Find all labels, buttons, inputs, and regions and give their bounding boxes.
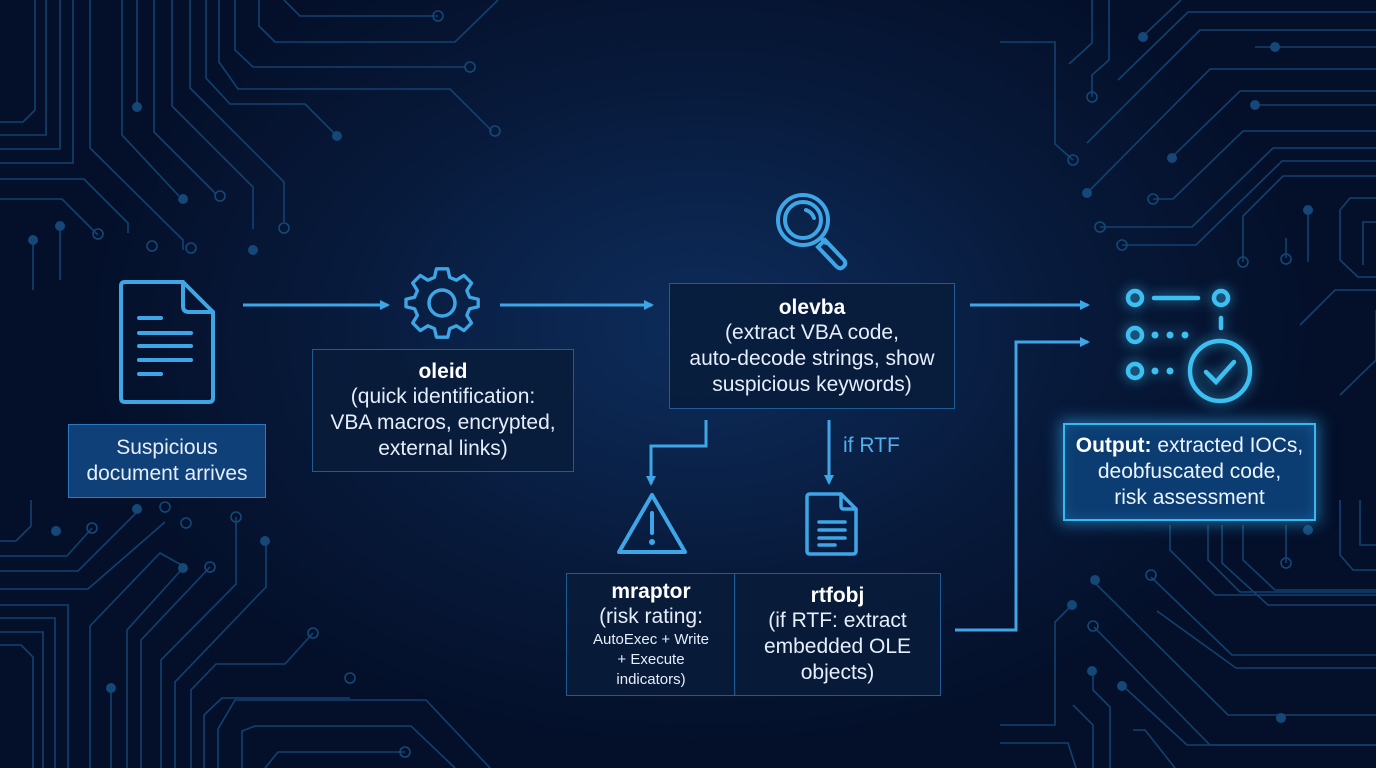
node-oleid: oleid (quick identification: VBA macros,… xyxy=(312,349,574,472)
warning-icon xyxy=(617,493,687,554)
gear-icon xyxy=(404,267,480,339)
node-mraptor-line1: (risk rating: xyxy=(599,605,703,628)
magnifier-icon xyxy=(776,193,848,271)
arrow-olevba-to-mraptor xyxy=(646,420,708,486)
node-output-label: Output: xyxy=(1075,434,1152,457)
node-olevba-line3: suspicious keywords) xyxy=(712,372,912,396)
node-olevba-title: olevba xyxy=(778,295,846,319)
document-icon xyxy=(805,492,858,556)
node-olevba-line2: auto-decode strings, show xyxy=(689,346,935,370)
node-start: Suspicious document arrives xyxy=(68,424,266,498)
node-olevba-line1: (extract VBA code, xyxy=(725,320,899,344)
checklist-check-icon xyxy=(1125,288,1253,404)
node-start-line2: document arrives xyxy=(86,462,248,485)
node-output-line1: Output: extracted IOCs, xyxy=(1076,433,1304,459)
node-oleid-line3: external links) xyxy=(378,437,508,460)
node-oleid-title: oleid xyxy=(418,360,468,383)
node-mraptor-title: mraptor xyxy=(611,580,691,603)
node-mraptor: mraptor (risk rating: AutoExec + Write +… xyxy=(566,573,736,696)
node-mraptor-line3: + Execute xyxy=(617,651,685,668)
document-icon xyxy=(119,280,215,404)
node-output-line1-text: extracted IOCs, xyxy=(1151,434,1304,457)
node-oleid-line2: VBA macros, encrypted, xyxy=(330,411,556,434)
edge-label-if-rtf: if RTF xyxy=(843,434,900,457)
node-oleid-line1: (quick identification: xyxy=(350,385,536,408)
node-start-line1: Suspicious xyxy=(116,436,218,459)
node-rtfobj-line2: embedded OLE xyxy=(763,635,912,658)
node-olevba: olevba (extract VBA code, auto-decode st… xyxy=(669,283,955,409)
arrow-rtfobj-to-output xyxy=(955,337,1090,632)
node-mraptor-line2: AutoExec + Write xyxy=(592,631,710,648)
node-output: Output: extracted IOCs, deobfuscated cod… xyxy=(1063,423,1316,521)
node-rtfobj: rtfobj (if RTF: extract embedded OLE obj… xyxy=(734,573,941,696)
node-mraptor-line4: indicators) xyxy=(616,671,686,688)
node-output-line2: deobfuscated code, xyxy=(1097,460,1282,483)
node-rtfobj-line1: (if RTF: extract xyxy=(768,609,907,632)
node-rtfobj-line3: objects) xyxy=(800,661,875,684)
node-rtfobj-title: rtfobj xyxy=(810,584,865,607)
node-output-line3: risk assessment xyxy=(1114,486,1265,509)
